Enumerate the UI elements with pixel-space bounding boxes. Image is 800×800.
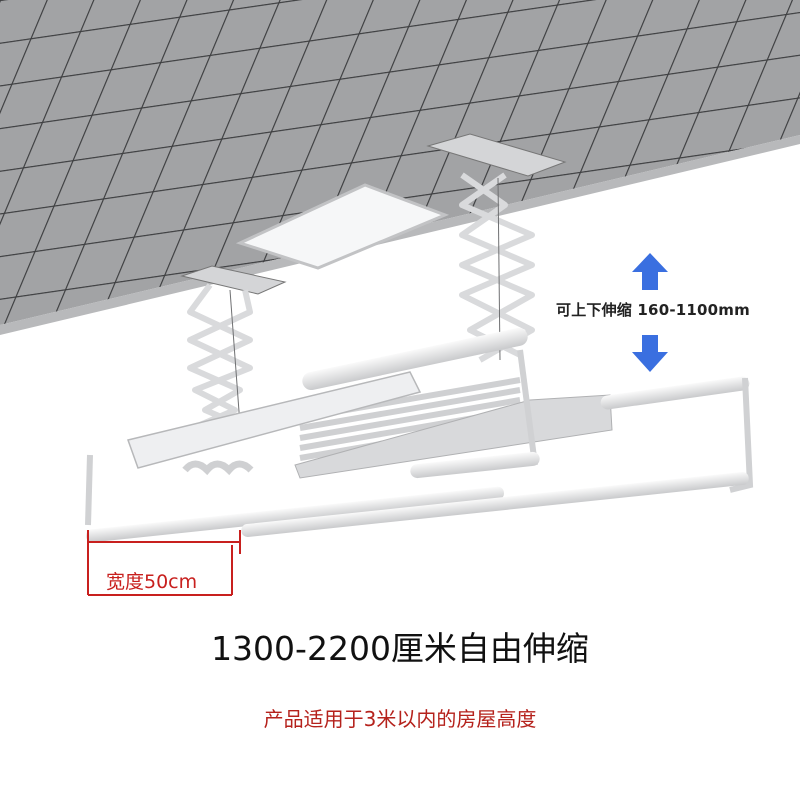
ceiling <box>0 0 800 335</box>
ceiling-mount-left <box>180 265 287 295</box>
ceiling-light-panel <box>235 183 450 270</box>
drying-rack <box>85 327 754 543</box>
subline: 产品适用于3米以内的房屋高度 <box>263 707 537 731</box>
width-label: 宽度50cm <box>106 571 198 593</box>
suspension-wires <box>229 177 501 426</box>
scissor-lift-right <box>459 172 535 363</box>
up-arrow-icon <box>632 253 668 290</box>
down-arrow-icon <box>632 335 668 372</box>
height-range-label: 可上下伸缩 160-1100mm <box>556 301 750 319</box>
scissor-lift-left <box>187 283 253 428</box>
width-dimension-marker <box>87 530 241 596</box>
ceiling-mount-right <box>426 133 567 177</box>
headline: 1300-2200厘米自由伸缩 <box>211 629 589 668</box>
